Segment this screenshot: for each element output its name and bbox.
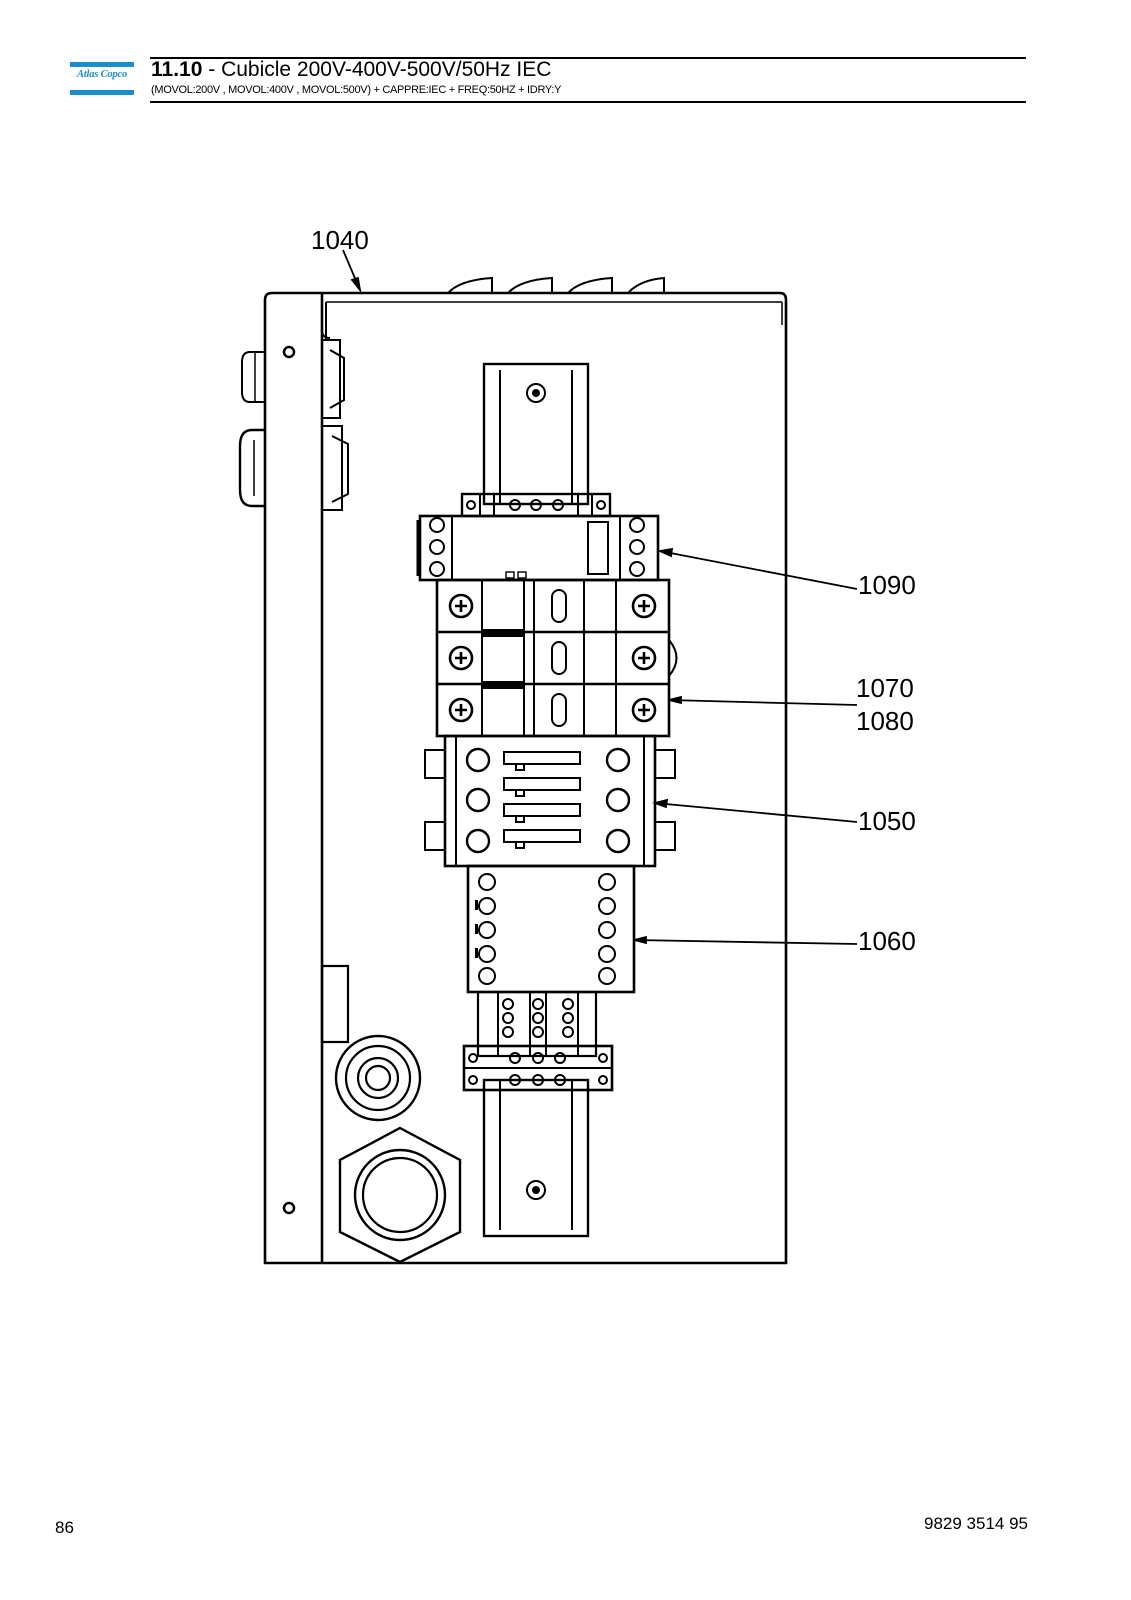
callout-1050: 1050 [858,806,916,836]
side-cable-glands [238,339,349,511]
contactor-1050 [424,734,676,868]
bottom-cable-glands [320,964,462,1264]
page-number: 86 [55,1518,74,1537]
circuit-breakers-1070-1080 [435,578,678,738]
page-subtitle: (MOVOL:200V , MOVOL:400V , MOVOL:500V) +… [151,84,562,96]
enclosure [263,276,788,1265]
page-title: 11.10 - Cubicle 200V-400V-500V/50Hz IEC [151,58,551,82]
bottom-terminal-block [462,990,614,1092]
header-top-rule [150,57,1026,59]
atlas-copco-logo: Atlas Copco [70,62,134,95]
document-number: 9829 3514 95 [924,1514,1028,1533]
header-bottom-rule [150,101,1026,103]
callout-1090: 1090 [858,570,916,600]
section-title: - Cubicle 200V-400V-500V/50Hz IEC [202,58,552,81]
callout-1070: 1070 [856,673,914,703]
overload-relay-1060 [466,864,636,994]
callout-1060: 1060 [858,926,916,956]
callout-leaders [342,249,858,945]
din-rail [482,362,590,1238]
callout-1040: 1040 [311,225,369,255]
logo-bottom-bar [70,90,134,95]
section-number: 11.10 [151,58,203,81]
logo-top-bar [70,62,134,67]
callout-1080: 1080 [856,706,914,736]
logo-wordmark: Atlas Copco [76,69,127,80]
relay-1090 [416,514,660,582]
